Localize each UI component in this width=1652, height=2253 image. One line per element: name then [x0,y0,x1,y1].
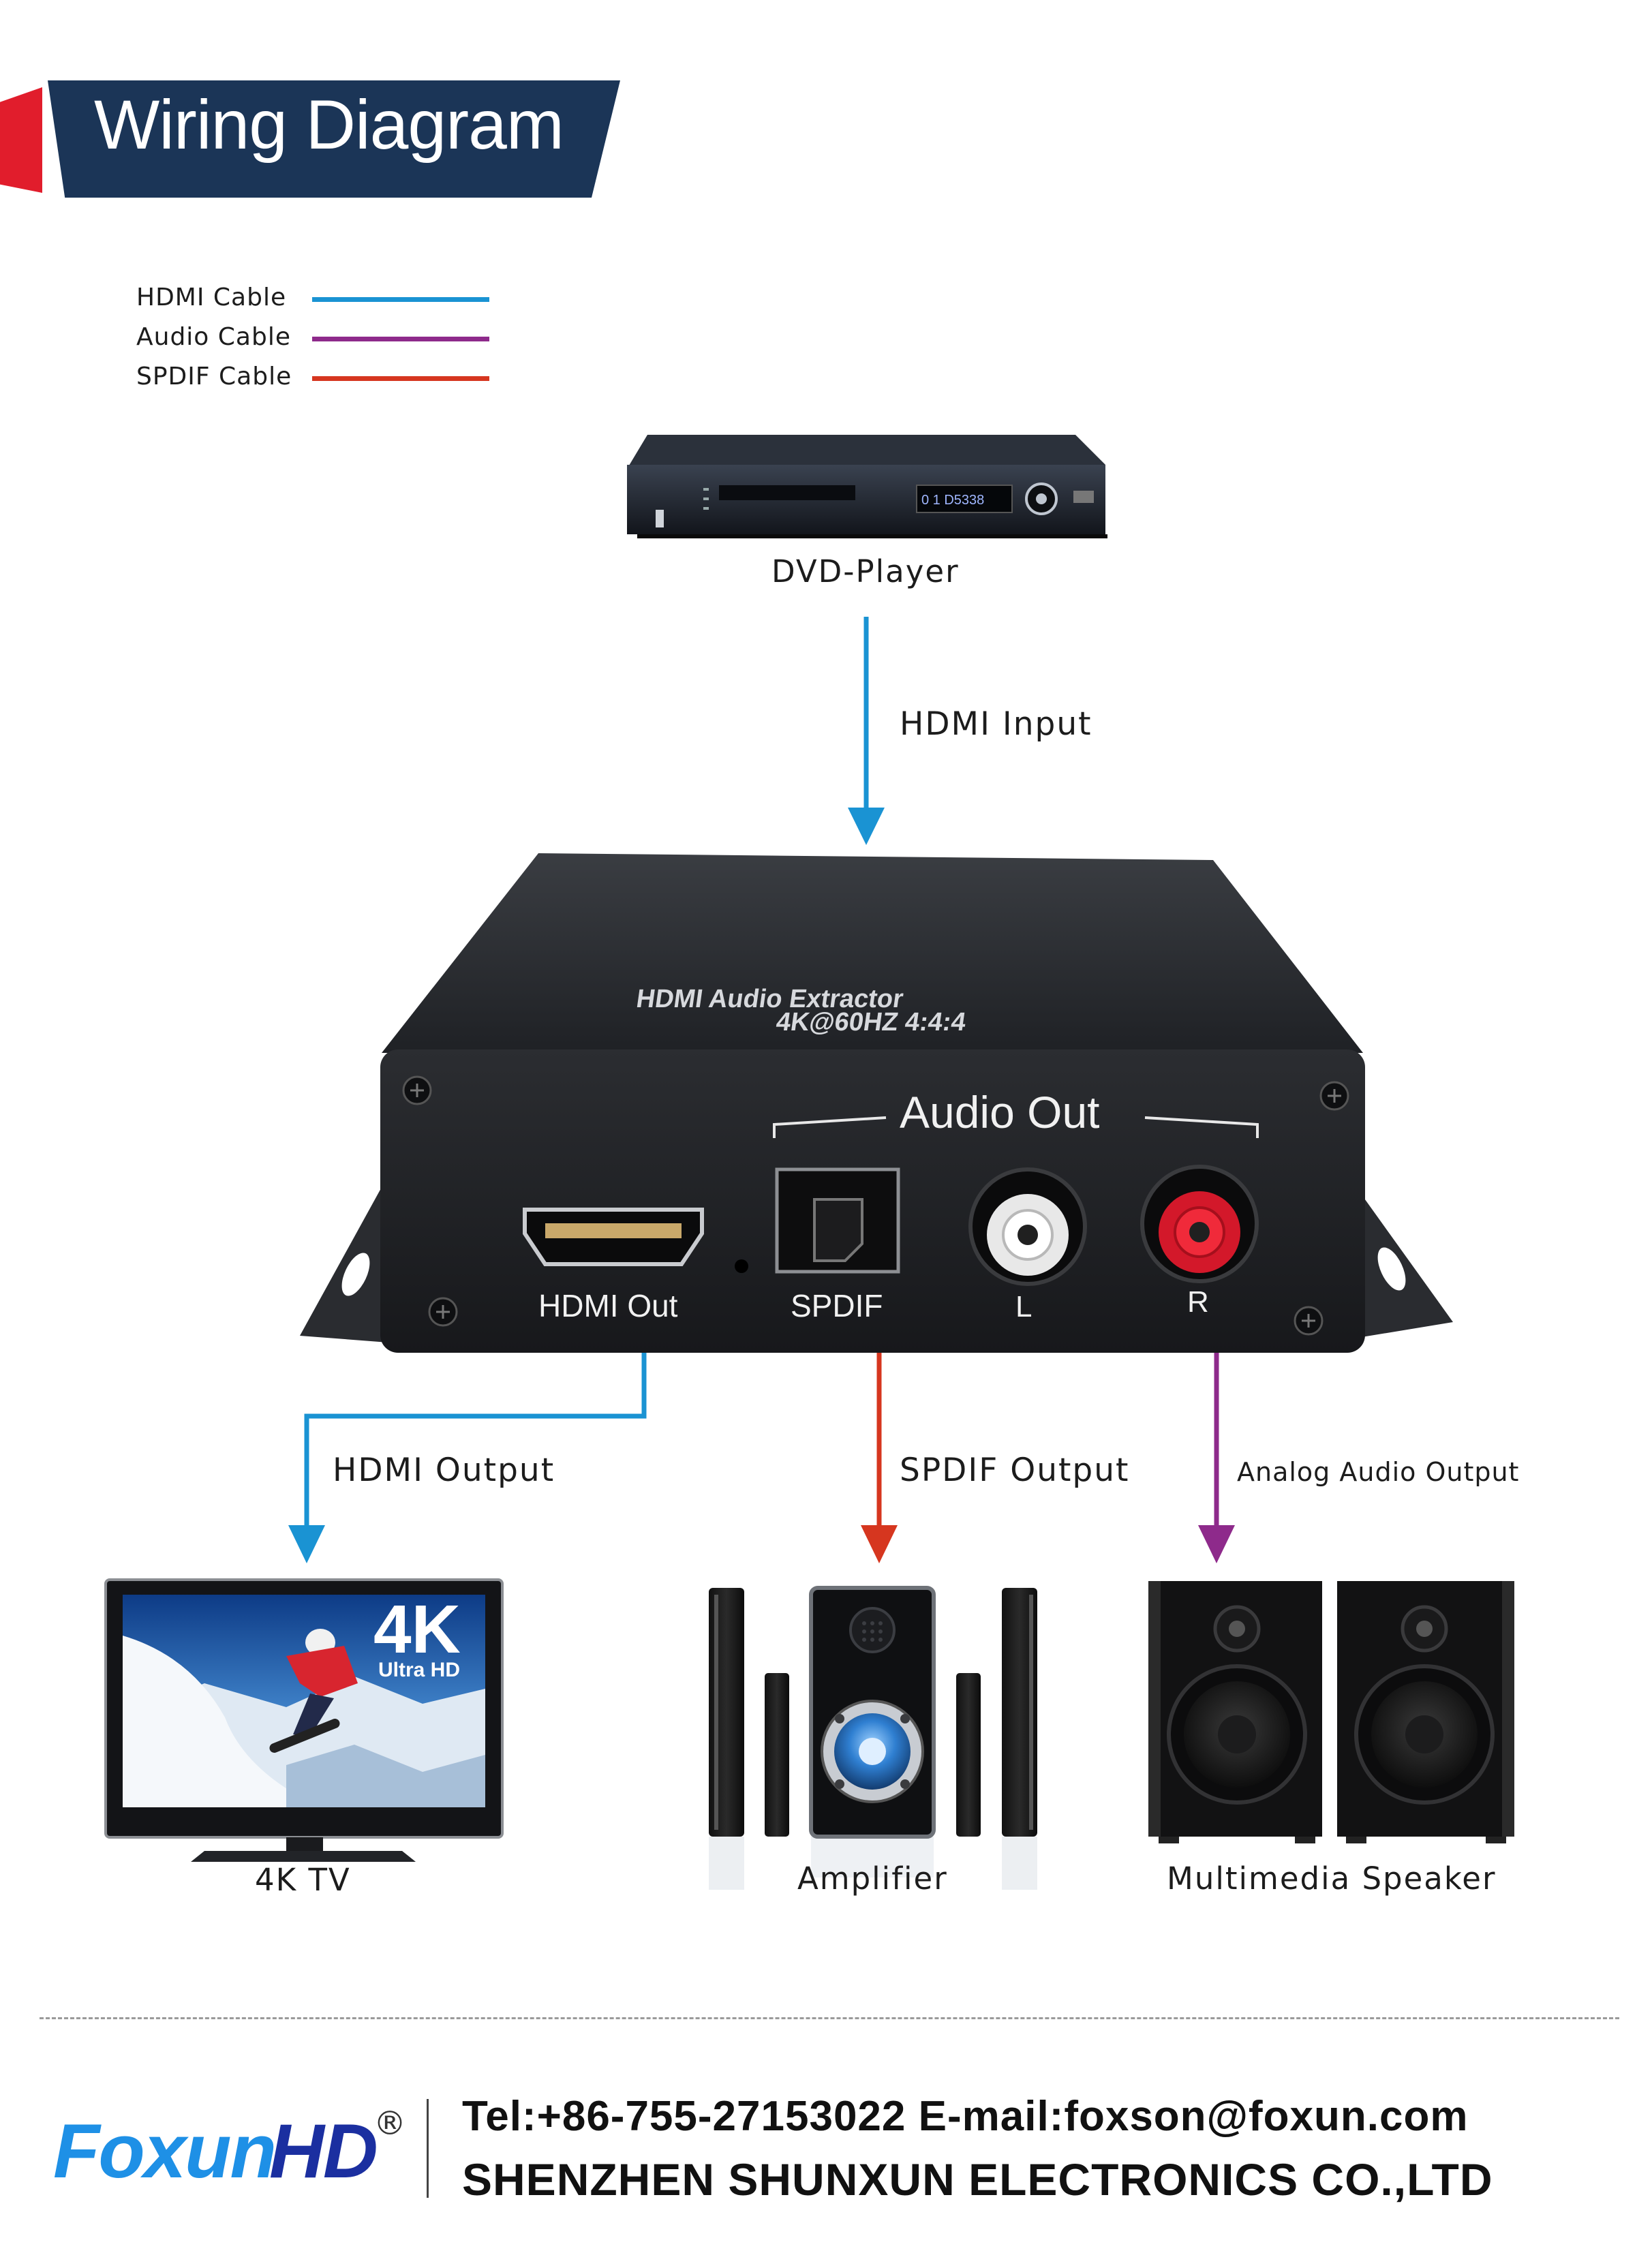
label-analog-output: Analog Audio Output [1237,1457,1520,1487]
brand-logo-foxun: Foxun [53,2109,277,2194]
label-4k-tv: 4K TV [255,1862,351,1898]
multimedia-speakers [1148,1581,1514,1843]
label-hdmi-output: HDMI Output [333,1452,555,1489]
contact-info: Tel:+86-755-27153022 E-mail:foxson@foxun… [462,2093,1469,2140]
legend-label-spdif: SPDIF Cable [136,363,292,390]
analog-output-arrow [1198,1525,1235,1563]
audio-extractor-device: HDMI Audio Extractor 4K@60HZ 4:4:4 Audio… [300,853,1453,1353]
label-spdif-output: SPDIF Output [900,1452,1130,1489]
header-accent-tab [0,87,42,193]
tv-badge-4k: 4K [373,1591,461,1668]
spdif-output-arrow [861,1525,898,1563]
legend-label-audio: Audio Cable [136,323,291,351]
dvd-display: 0 1 D5338 [921,493,984,508]
legend-label-hdmi: HDMI Cable [136,283,287,311]
tv-4k: 4K Ultra HD [104,1578,504,1862]
dvd-player: 0 1 D5338 [627,435,1107,538]
registered-mark: ® [373,2104,406,2143]
hdmi-output-line [304,1353,647,1532]
legend-line-hdmi [312,297,489,302]
company-name: SHENZHEN SHUNXUN ELECTRONICS CO.,LTD [462,2154,1493,2205]
status-led [735,1259,748,1273]
hdmi-output-arrow [288,1525,325,1563]
model-line1: HDMI Audio Extractor [634,984,905,1013]
brand-logo-hd: HD [269,2109,378,2194]
footer-separator [427,2099,429,2198]
model-line2: 4K@60HZ 4:4:4 [774,1007,968,1037]
page-title: Wiring Diagram [94,86,564,164]
tv-badge-ultrahd: Ultra HD [378,1659,460,1681]
port-label-right: R [1187,1285,1209,1319]
legend-line-spdif [312,376,489,381]
footer-divider [40,2017,1619,2019]
label-dvd-player: DVD-Player [771,553,960,589]
label-hdmi-input: HDMI Input [900,705,1092,743]
port-label-spdif: SPDIF [791,1288,883,1323]
audio-out-label: Audio Out [900,1087,1100,1137]
hdmi-input-arrow [848,808,885,845]
label-amplifier: Amplifier [797,1860,948,1897]
label-multimedia-speaker: Multimedia Speaker [1167,1860,1497,1897]
port-label-left: L [1015,1290,1032,1323]
legend-line-audio [312,337,489,341]
port-label-hdmi: HDMI Out [538,1288,678,1323]
amplifier-system [709,1586,1037,1890]
header-banner [48,80,620,198]
